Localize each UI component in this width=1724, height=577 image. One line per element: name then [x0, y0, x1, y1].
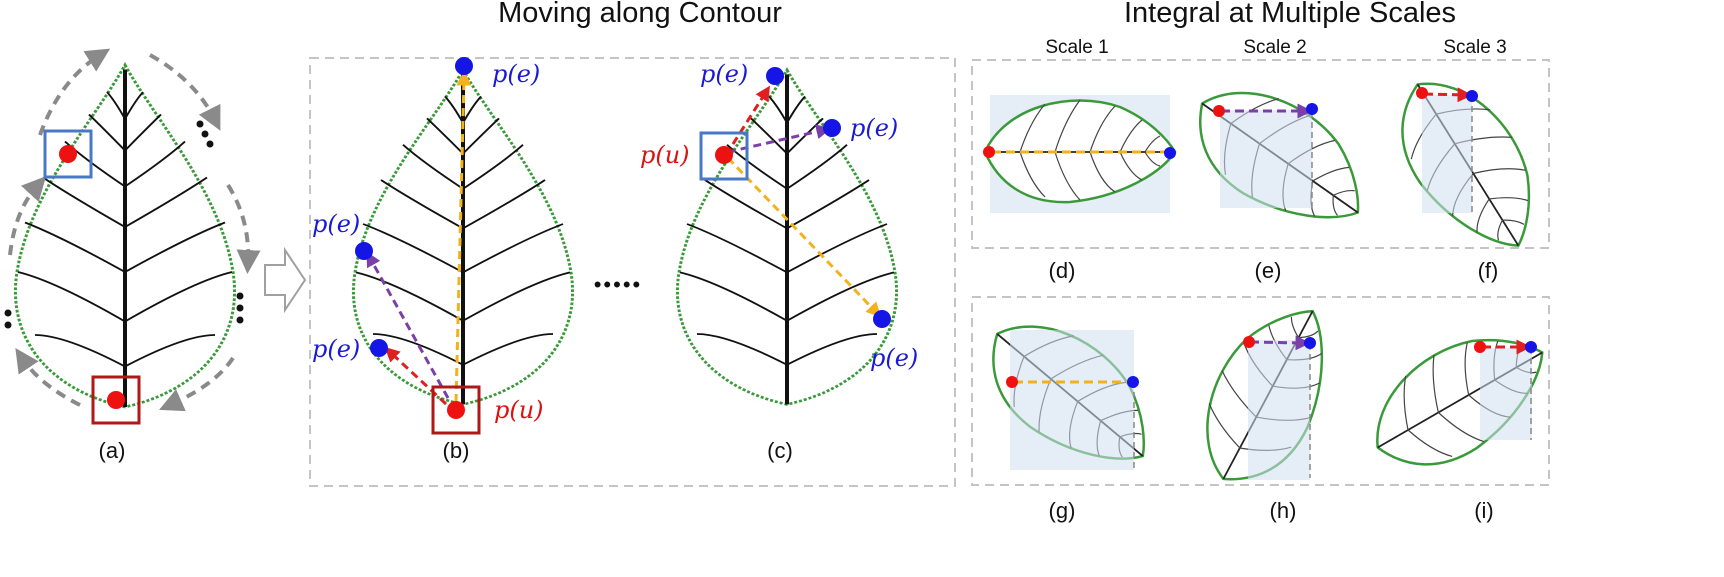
leaf-i [1350, 306, 1569, 493]
gray-arrow-down-right-top [149, 53, 221, 131]
panel-h: (h) [1176, 285, 1359, 523]
point-red-a-upper [59, 145, 77, 163]
point-blue-h [1304, 337, 1316, 349]
panel-f: (f) [1373, 55, 1564, 283]
label-g: (g) [1049, 498, 1076, 523]
scale-label-2: Scale 2 [1243, 37, 1306, 58]
panel-c: p(e) p(e) p(u) p(e) (c) [640, 60, 918, 463]
label-h: (h) [1270, 498, 1297, 523]
label-i: (i) [1474, 498, 1494, 523]
gray-arrow-down-right-mid [226, 183, 261, 274]
point-blue-c-right [823, 119, 841, 137]
panel-i: (i) [1350, 306, 1569, 523]
label-pu-c: p(u) [640, 141, 690, 169]
panel-e: (e) [1172, 59, 1389, 283]
frame-scales-bottom [971, 296, 1550, 486]
point-red-i [1474, 341, 1486, 353]
leaf-b [351, 68, 575, 407]
arrow-yellow-c [726, 156, 882, 318]
label-b: (b) [443, 438, 470, 463]
point-red-b [447, 401, 465, 419]
label-pe-c-right: p(e) [850, 114, 898, 142]
scale-label-3: Scale 3 [1443, 37, 1506, 58]
label-f: (f) [1478, 258, 1499, 283]
arrow-purple-h [1249, 335, 1311, 351]
box-blue-c [699, 131, 749, 181]
point-red-e [1213, 105, 1225, 117]
arrow-purple-c [727, 124, 832, 154]
frame-scales-top [971, 59, 1550, 249]
label-pe-b-left: p(e) [312, 210, 360, 238]
gray-arrow-up-left-mid [8, 176, 47, 256]
point-blue-g [1127, 376, 1139, 388]
label-pu-b: p(u) [494, 396, 544, 424]
label-d: (d) [1049, 258, 1076, 283]
panel-b: p(e) p(e) p(e) p(u) (b) [312, 57, 575, 463]
point-blue-d [1164, 147, 1176, 159]
point-blue-b-top [455, 57, 473, 75]
title-moving: Moving along Contour [498, 0, 782, 29]
point-blue-b-lower [370, 339, 388, 357]
point-red-f [1416, 87, 1428, 99]
scale-label-1: Scale 1 [1045, 37, 1108, 58]
shade-h [1248, 340, 1310, 480]
box-red-b [431, 385, 481, 435]
point-red-g [1006, 376, 1018, 388]
panel-a: (a) [4, 48, 261, 463]
frame-moving [309, 57, 956, 487]
label-pe-c-top: p(e) [700, 60, 748, 88]
point-blue-b-left [355, 242, 373, 260]
point-red-h [1243, 336, 1255, 348]
gray-arrow-bottom-right [159, 356, 235, 412]
title-integral: Integral at Multiple Scales [1124, 0, 1456, 29]
point-red-d [983, 146, 995, 158]
label-c: (c) [767, 438, 793, 463]
gray-arrow-up-left [38, 48, 111, 136]
gray-arrow-bottom-left [15, 348, 81, 407]
point-blue-c-top [766, 67, 784, 85]
label-pe-c-lower: p(e) [870, 344, 918, 372]
arrow-purple-b [366, 251, 450, 399]
point-red-a-base [107, 391, 125, 409]
label-e: (e) [1255, 258, 1282, 283]
shade-i [1480, 348, 1532, 440]
ellipsis: ••••• [594, 272, 643, 297]
shade-g [1010, 330, 1134, 470]
label-a: (a) [99, 438, 126, 463]
hollow-arrow [264, 246, 307, 314]
label-pe-b-top: p(e) [492, 60, 540, 88]
point-blue-c-lower [873, 310, 891, 328]
point-blue-f [1466, 90, 1478, 102]
point-blue-e [1306, 103, 1318, 115]
shade-e [1220, 110, 1312, 208]
point-blue-i [1525, 341, 1537, 353]
shade-f [1422, 95, 1472, 213]
arrow-yellow-b [454, 70, 472, 403]
panel-d: (d) [983, 95, 1177, 283]
box-red-a [91, 375, 141, 425]
box-blue-a [43, 129, 93, 179]
arrow-red-f [1423, 87, 1473, 103]
point-red-c [715, 146, 733, 164]
label-pe-b-lower: p(e) [312, 335, 360, 363]
panel-g: (g) [963, 292, 1178, 523]
